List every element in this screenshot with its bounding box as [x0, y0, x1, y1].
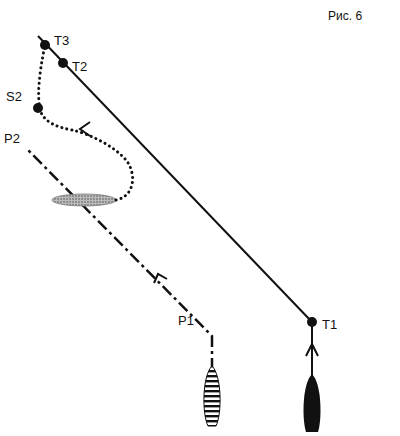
point-label: T2	[72, 60, 87, 73]
track-line	[311, 322, 313, 376]
point-label: S2	[6, 90, 22, 103]
manoeuvre-track	[39, 45, 133, 200]
point	[307, 317, 317, 327]
figure-number: Рис. 6	[328, 10, 362, 22]
arrow-head	[154, 274, 167, 283]
point-label: P1	[178, 314, 194, 327]
point-label: T3	[54, 34, 69, 47]
point	[58, 58, 68, 68]
target-track	[28, 150, 212, 370]
point	[40, 40, 50, 50]
course-line	[38, 36, 312, 322]
target-mark	[52, 194, 116, 206]
point	[33, 103, 43, 113]
vessel-hatched	[204, 366, 220, 426]
vessel-black	[304, 374, 321, 432]
arrow-head	[306, 344, 318, 356]
point-label: P2	[4, 132, 20, 145]
point-label: T1	[322, 318, 337, 331]
arrow-head	[80, 122, 90, 136]
